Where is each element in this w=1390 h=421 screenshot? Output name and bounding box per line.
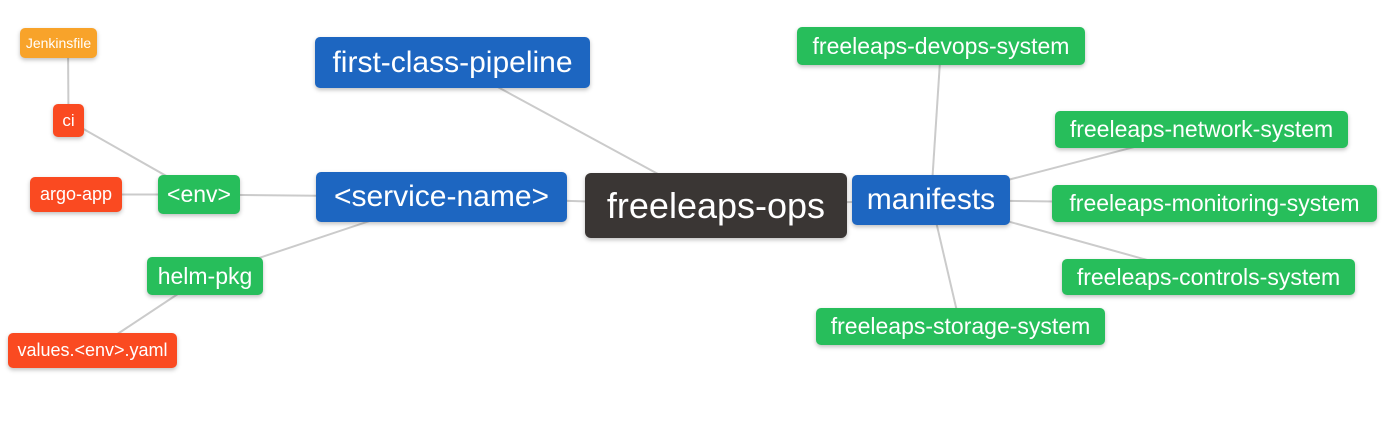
node-manifests[interactable]: manifests (852, 175, 1010, 225)
edge-manifests-devops (930, 45, 942, 201)
node-freeleaps-controls-system[interactable]: freeleaps-controls-system (1062, 259, 1355, 295)
node-freeleaps-ops-root[interactable]: freeleaps-ops (585, 173, 847, 238)
node-values-env-yaml[interactable]: values.<env>.yaml (8, 333, 177, 368)
node-first-class-pipeline[interactable]: first-class-pipeline (315, 37, 590, 88)
node-freeleaps-network-system[interactable]: freeleaps-network-system (1055, 111, 1348, 148)
node-freeleaps-monitoring-system[interactable]: freeleaps-monitoring-system (1052, 185, 1377, 222)
node-service-name[interactable]: <service-name> (316, 172, 567, 222)
node-helm-pkg[interactable]: helm-pkg (147, 257, 263, 295)
node-argo-app[interactable]: argo-app (30, 177, 122, 212)
node-ci[interactable]: ci (53, 104, 84, 137)
node-freeleaps-storage-system[interactable]: freeleaps-storage-system (816, 308, 1105, 345)
node-freeleaps-devops-system[interactable]: freeleaps-devops-system (797, 27, 1085, 65)
node-jenkinsfile[interactable]: Jenkinsfile (20, 28, 97, 58)
node-env[interactable]: <env> (158, 175, 240, 214)
